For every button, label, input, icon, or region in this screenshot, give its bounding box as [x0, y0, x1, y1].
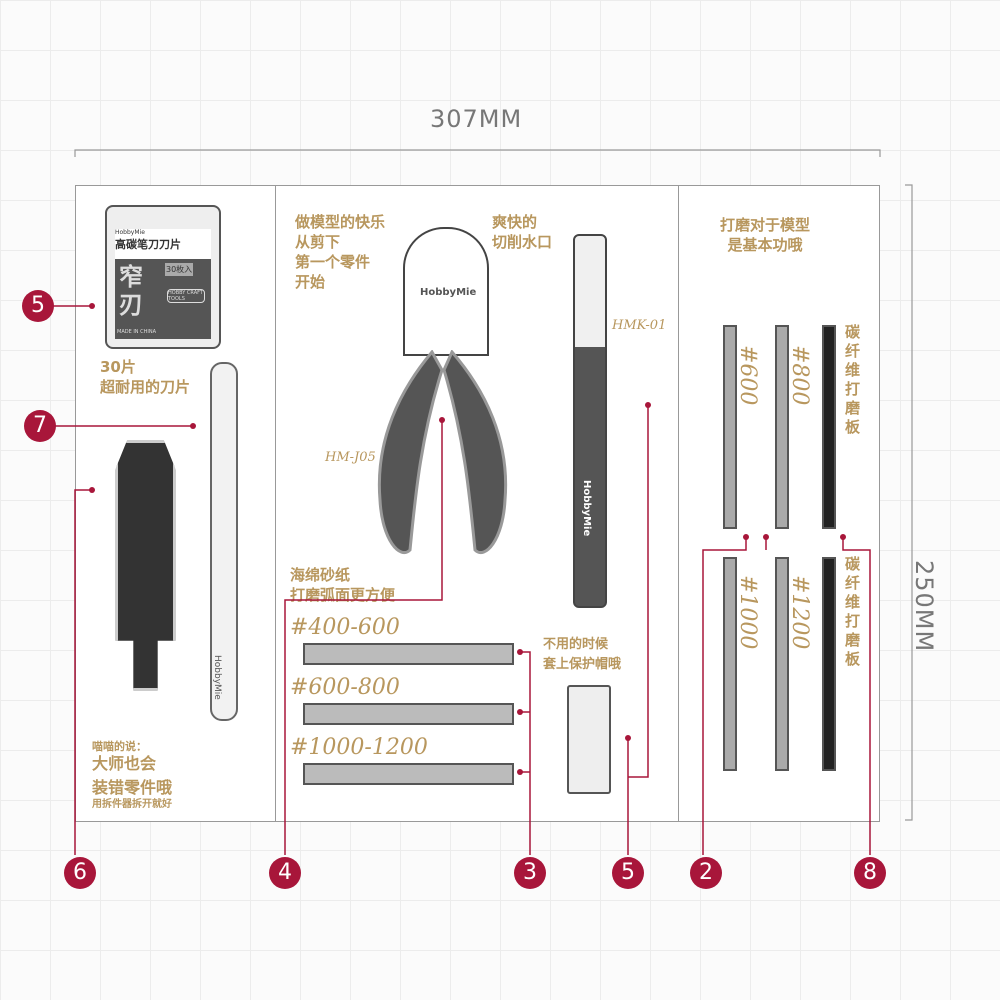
width-dimension: 307MM: [430, 105, 523, 133]
cap-note: 不用的时候 套上保护帽哦: [543, 637, 622, 672]
sponge-label-2: #600-800: [290, 675, 400, 700]
nipper-note: 做模型的快乐 从剪下 第一个零件 开始: [295, 213, 386, 291]
marker-2-sticks: 2: [690, 857, 722, 889]
file-cap: [567, 685, 611, 794]
stick-label-1000: #1000: [735, 575, 760, 650]
file-model: HMK-01: [612, 318, 667, 333]
master-note-tip: 用拆件器拆开就好: [92, 799, 172, 810]
knife-brand: HobbyMie: [212, 655, 222, 700]
sponge-note: 海绵砂纸 打磨弧面更方便: [290, 566, 396, 604]
marker-6-separator: 6: [64, 857, 96, 889]
sanding-note: 打磨对于模型 是基本功哦: [720, 216, 811, 254]
stick-label-1200: #1200: [787, 575, 812, 650]
sanding-stick-800: [775, 325, 789, 529]
sponge-sandpaper-2: [303, 703, 514, 725]
carbon-note-1: 碳 纤 维 打 磨 板: [845, 323, 861, 436]
pack-count: 30枚入: [165, 263, 194, 276]
marker-4-nipper: 4: [269, 857, 301, 889]
nipper-model: HM-J05: [325, 450, 376, 465]
blade-note: 30片 超耐用的刀片: [100, 358, 191, 396]
pack-title: 高碳笔刀刀片: [115, 238, 181, 251]
stick-label-800: #800: [787, 345, 812, 406]
sanding-stick-600: [723, 325, 737, 529]
file-note: 爽快的 切削水口: [492, 213, 553, 251]
sanding-file: [573, 234, 607, 608]
carbon-note-2: 碳 纤 维 打 磨 板: [845, 555, 861, 668]
sponge-label-1: #400-600: [290, 615, 400, 640]
marker-5-file: 5: [612, 857, 644, 889]
height-dimension: 250MM: [910, 560, 938, 653]
nipper-handles: [377, 350, 508, 554]
sanding-stick-1200: [775, 557, 789, 771]
master-note: 大师也会 装错零件哦: [92, 754, 173, 797]
file-brand: HobbyMie: [581, 480, 592, 537]
hobby-knife: [210, 362, 238, 721]
marker-8-carbon: 8: [854, 857, 886, 889]
pack-bubble: HOBBY CRAFT TOOLS: [167, 289, 205, 303]
marker-5-blades: 5: [22, 290, 54, 322]
pack-origin: MADE IN CHINA: [117, 329, 157, 335]
stick-label-600: #600: [735, 345, 760, 406]
sponge-label-3: #1000-1200: [290, 735, 428, 760]
nipper-brand: HobbyMie: [420, 287, 477, 298]
sponge-sandpaper-3: [303, 763, 514, 785]
brand-label: HobbyMie: [115, 229, 145, 236]
pack-big-text: 窄刃: [119, 263, 143, 319]
sponge-sandpaper-1: [303, 643, 514, 665]
master-note-title: 喵喵的说：: [92, 740, 147, 753]
nipper-cap: [403, 227, 489, 356]
carbon-board-1: [822, 325, 836, 529]
carbon-board-2: [822, 557, 836, 771]
marker-3-sponges: 3: [514, 857, 546, 889]
blade-pack: HobbyMie 高碳笔刀刀片 窄刃 30枚入 HOBBY CRAFT TOOL…: [105, 205, 221, 349]
marker-7-knife: 7: [24, 410, 56, 442]
